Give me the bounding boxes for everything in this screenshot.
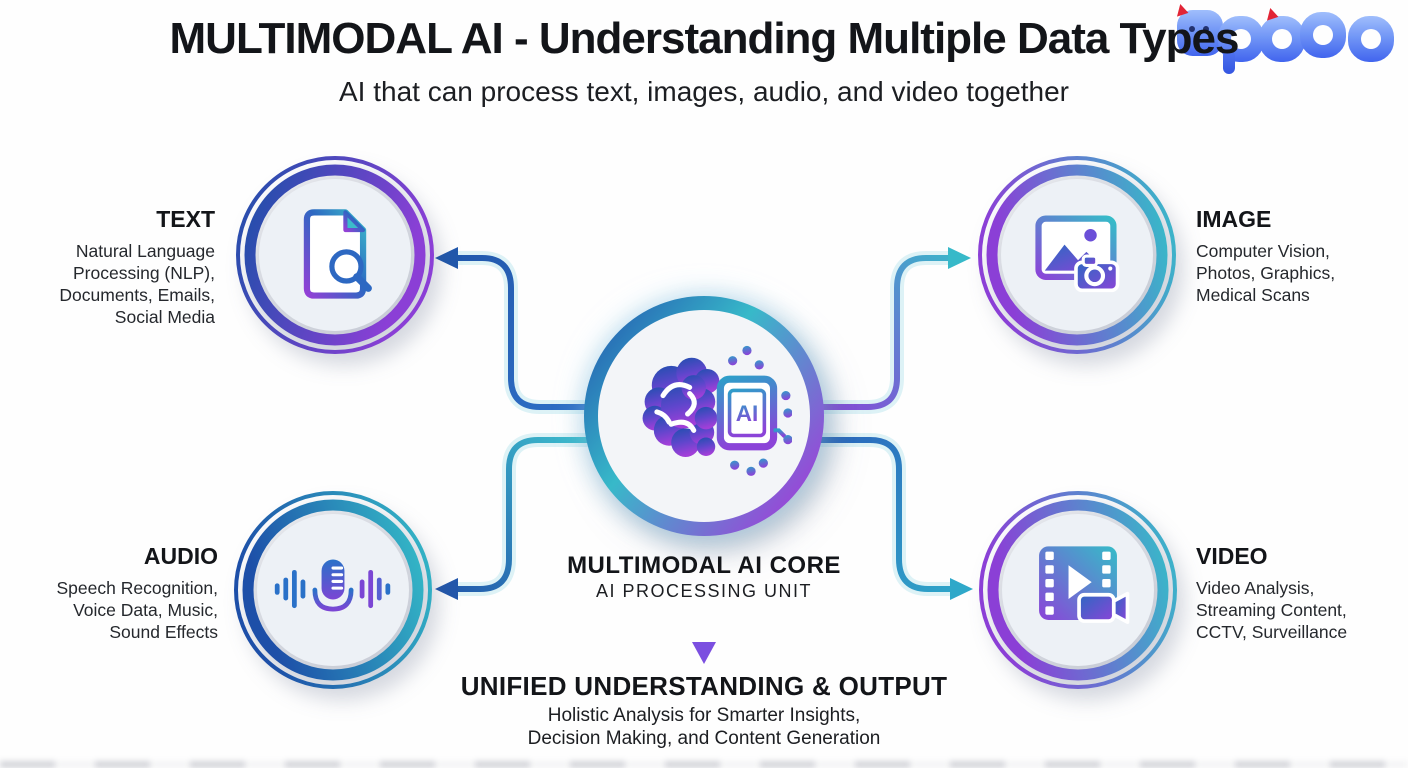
connector-center-to-text bbox=[458, 255, 592, 410]
filmstrip-camera-icon bbox=[1039, 546, 1130, 624]
watermark-glyph bbox=[1348, 16, 1394, 62]
image-node-title: IMAGE bbox=[1196, 206, 1272, 232]
video-node bbox=[976, 488, 1180, 692]
brand-watermark-icon bbox=[1173, 2, 1394, 74]
image-node bbox=[975, 153, 1179, 357]
image-node-desc: Computer Vision, Photos, Graphics, Medic… bbox=[1196, 241, 1336, 305]
ai-chip-label: AI bbox=[736, 401, 759, 426]
core-title: MULTIMODAL AI CORE bbox=[567, 552, 841, 579]
watermark-glyph bbox=[1218, 16, 1264, 74]
watermark-glyph bbox=[1259, 6, 1305, 62]
arrowhead-audio-icon bbox=[435, 578, 458, 600]
unified-output-desc: Holistic Analysis for Smarter Insights, … bbox=[527, 705, 881, 749]
text-node bbox=[233, 153, 437, 357]
arrowhead-video-icon bbox=[950, 578, 973, 600]
brain-ai-chip-icon: AI bbox=[642, 345, 792, 476]
arrowhead-text-icon bbox=[435, 247, 458, 269]
video-node-desc: Video Analysis, Streaming Content, CCTV,… bbox=[1196, 578, 1348, 642]
photo-camera-icon bbox=[1035, 215, 1120, 293]
unified-output-title: UNIFIED UNDERSTANDING & OUTPUT bbox=[460, 671, 948, 701]
document-search-icon bbox=[303, 209, 372, 299]
brain-half-icon bbox=[642, 357, 720, 457]
image-node-label-block: IMAGE Computer Vision, Photos, Graphics,… bbox=[1196, 206, 1406, 306]
audio-node-label-block: AUDIO Speech Recognition, Voice Data, Mu… bbox=[0, 543, 219, 643]
audio-node-desc: Speech Recognition, Voice Data, Music, S… bbox=[56, 578, 219, 642]
text-node-desc: Natural Language Processing (NLP), Docum… bbox=[59, 241, 215, 327]
cropped-content-strip bbox=[0, 761, 1408, 768]
connector-center-to-image bbox=[816, 255, 948, 410]
watermark-glyph bbox=[1173, 2, 1223, 56]
microphone-waveform-icon bbox=[274, 559, 391, 623]
page-title: MULTIMODAL AI - Understanding Multiple D… bbox=[169, 14, 1240, 63]
audio-node-title: AUDIO bbox=[143, 543, 218, 569]
core-subtitle: AI PROCESSING UNIT bbox=[595, 581, 813, 601]
video-node-title: VIDEO bbox=[1196, 543, 1268, 569]
connector-center-to-audio bbox=[458, 437, 592, 592]
watermark-glyph bbox=[1300, 12, 1346, 58]
multimodal-core-node: AI bbox=[580, 292, 828, 540]
text-node-label-block: TEXT Natural Language Processing (NLP), … bbox=[0, 206, 215, 328]
audio-node bbox=[231, 488, 435, 692]
video-node-label-block: VIDEO Video Analysis, Streaming Content,… bbox=[1196, 543, 1408, 643]
down-arrowhead-icon bbox=[692, 642, 716, 664]
text-node-title: TEXT bbox=[156, 206, 215, 232]
page-subtitle: AI that can process text, images, audio,… bbox=[339, 76, 1069, 107]
connector-center-to-video bbox=[816, 437, 950, 592]
arrowhead-image-icon bbox=[948, 247, 971, 269]
